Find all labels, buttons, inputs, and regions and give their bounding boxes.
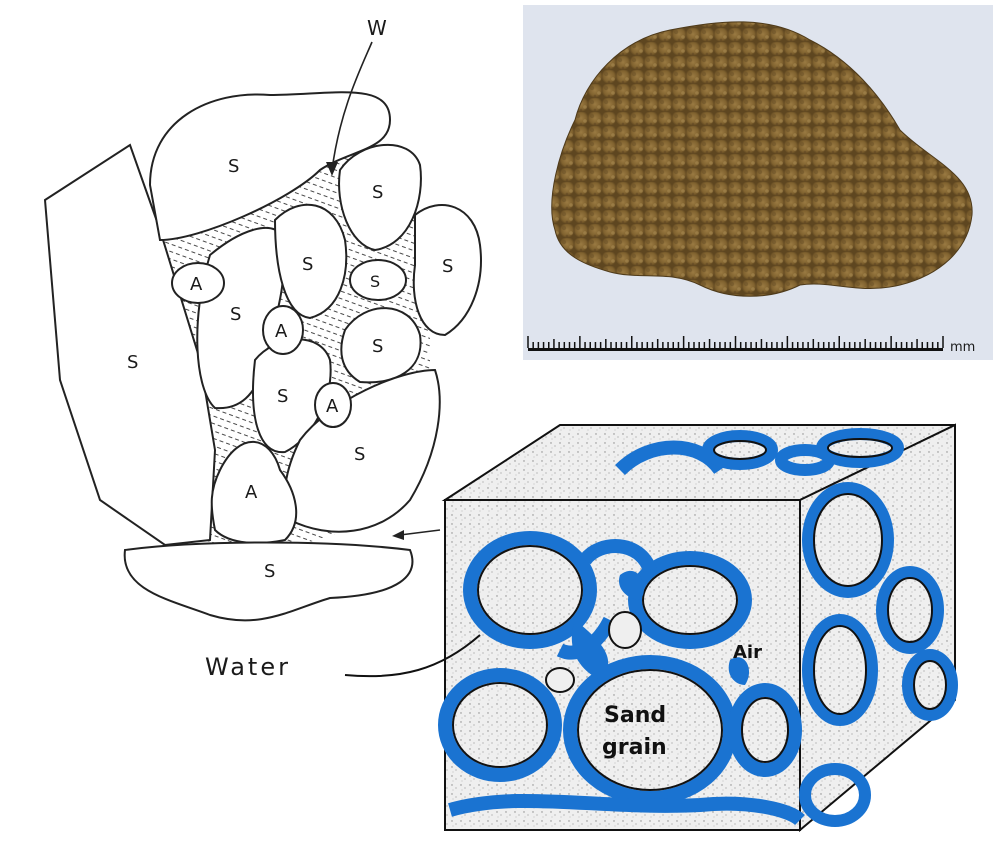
- label-s-top: S: [228, 156, 239, 177]
- label-s-top-right: S: [372, 182, 383, 203]
- label-a-2: A: [275, 321, 288, 342]
- label-water: Water: [205, 653, 291, 681]
- label-water-w: W: [367, 16, 387, 40]
- label-s-center: S: [230, 304, 241, 325]
- label-a-1: A: [190, 274, 203, 295]
- small-air-void-2: [546, 668, 574, 692]
- soil-particle-diagram: W S S S S S S S S S S S A A A A: [45, 16, 481, 620]
- label-s-lower-center: S: [277, 386, 288, 407]
- label-sand-line2: grain: [602, 735, 667, 760]
- label-s-upper-mid: S: [302, 254, 313, 275]
- label-s-far-right: S: [442, 256, 453, 277]
- label-a-3: A: [326, 396, 339, 417]
- label-s-left: S: [127, 352, 138, 373]
- label-s-bottom: S: [264, 561, 275, 582]
- label-sand-line1: Sand: [604, 703, 666, 728]
- soil-photo: mm: [523, 5, 993, 360]
- water-pointer-arrow: [400, 530, 440, 535]
- soil-pore-cube: Air Sand grain: [445, 425, 955, 830]
- water-pointer-arrowhead: [392, 530, 404, 540]
- label-a-lower: A: [245, 482, 258, 503]
- small-air-void: [609, 612, 641, 648]
- label-s-lower-right: S: [354, 444, 365, 465]
- label-s-mid-right: S: [372, 336, 383, 357]
- scale-unit-label: mm: [950, 340, 975, 355]
- label-s-small: S: [370, 272, 380, 291]
- label-air: Air: [733, 642, 762, 663]
